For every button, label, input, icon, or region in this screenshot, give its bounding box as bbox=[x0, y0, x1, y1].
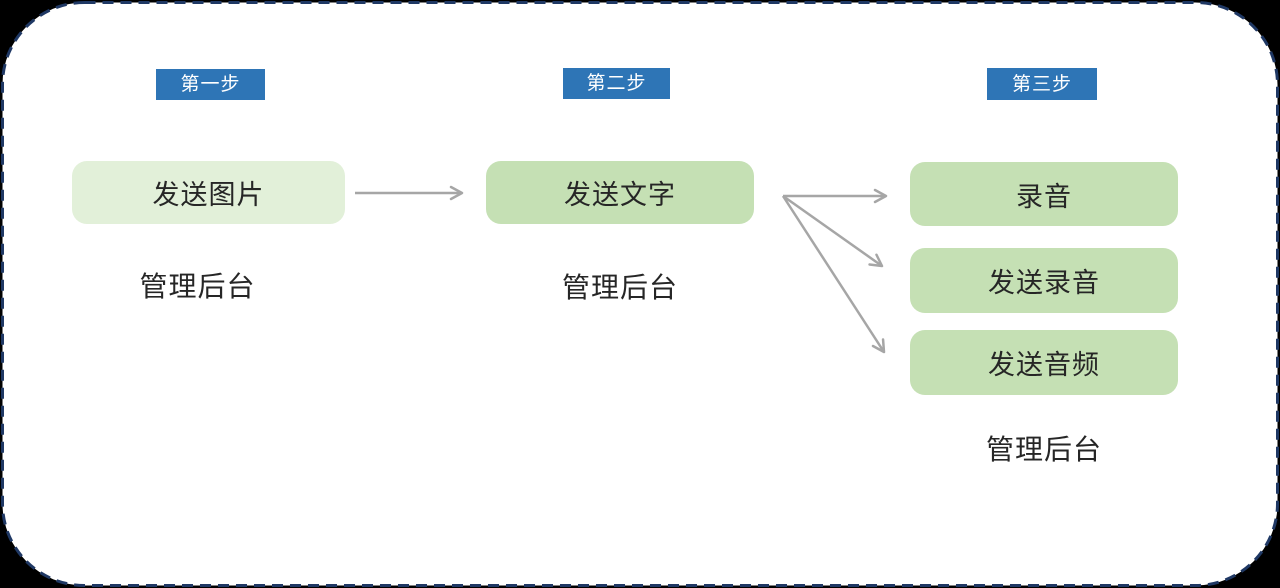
flow-box-send-text: 发送文字 bbox=[486, 161, 754, 224]
column-1-caption: 管理后台 bbox=[139, 270, 256, 303]
flow-box-send-audio-file: 发送音频 bbox=[910, 330, 1178, 395]
arrow-text-to-send-recording bbox=[782, 194, 884, 268]
column-2-caption: 管理后台 bbox=[561, 271, 678, 304]
flow-box-send-recording: 发送录音 bbox=[910, 248, 1178, 313]
arrow-text-to-send-audio-file bbox=[781, 195, 886, 354]
flow-box-send-image: 发送图片 bbox=[72, 161, 345, 224]
step-3-badge: 第三步 bbox=[987, 68, 1097, 100]
step-2-badge: 第二步 bbox=[563, 68, 670, 99]
flow-box-record-audio: 录音 bbox=[910, 162, 1178, 226]
column-3-caption: 管理后台 bbox=[985, 433, 1102, 466]
step-1-badge: 第一步 bbox=[156, 69, 265, 100]
